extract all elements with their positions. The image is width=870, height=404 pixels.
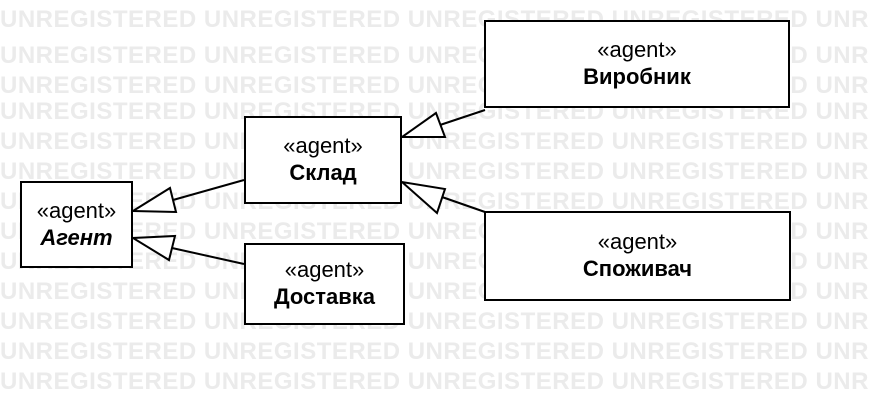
node-stereotype: «agent»	[36, 197, 117, 223]
generalization-arrowhead	[398, 180, 447, 215]
node-stereotype: «agent»	[597, 37, 677, 62]
node-warehouse[interactable]: «agent» Склад	[244, 116, 402, 204]
node-stereotype: «agent»	[284, 257, 365, 282]
node-name: Агент	[40, 224, 113, 250]
edge-consumer-to-warehouse	[398, 180, 486, 215]
edge-line	[439, 109, 486, 126]
node-producer[interactable]: «agent» Виробник	[484, 20, 790, 108]
edge-line	[172, 179, 245, 201]
node-name: Склад	[289, 160, 357, 185]
node-stereotype: «agent»	[597, 229, 678, 254]
generalization-arrowhead	[398, 111, 447, 138]
generalization-arrowhead	[129, 234, 177, 262]
node-name: Доставка	[273, 284, 376, 309]
node-name: Споживач	[582, 256, 693, 281]
edge-delivery-to-agent	[129, 234, 245, 265]
edge-line	[441, 196, 486, 213]
node-agent[interactable]: «agent» Агент	[20, 181, 133, 268]
edge-line	[171, 247, 245, 265]
node-consumer[interactable]: «agent» Споживач	[484, 211, 791, 301]
node-delivery[interactable]: «agent» Доставка	[244, 243, 405, 325]
edge-warehouse-to-agent	[129, 179, 245, 214]
node-name: Виробник	[583, 64, 691, 89]
generalization-arrowhead	[129, 186, 178, 214]
node-stereotype: «agent»	[283, 133, 363, 158]
edge-producer-to-warehouse	[398, 109, 486, 138]
